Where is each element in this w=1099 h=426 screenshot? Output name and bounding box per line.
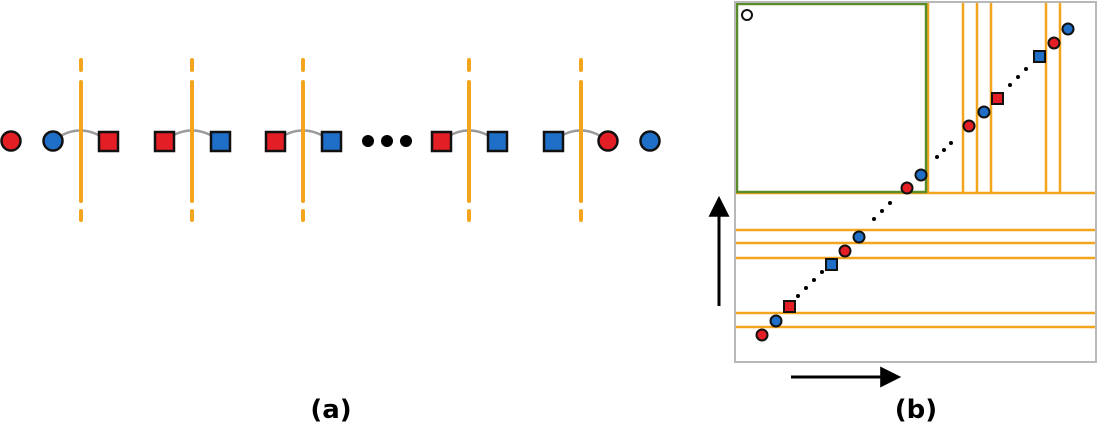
- blue-circle: [1061, 22, 1075, 36]
- red-square: [97, 130, 120, 153]
- panel-b: (b): [708, 1, 1097, 425]
- vertical-grid-lines: [926, 2, 1062, 193]
- blue-square: [825, 258, 838, 271]
- red-circle: [838, 244, 852, 258]
- diagonal-points: [755, 22, 1075, 342]
- open-circle-marker: [741, 9, 753, 21]
- blue-circle: [639, 130, 661, 152]
- red-square: [264, 130, 287, 153]
- red-circle: [900, 181, 914, 195]
- blue-circle: [42, 130, 64, 152]
- cut-lines: [79, 58, 583, 222]
- blue-square: [486, 130, 509, 153]
- red-square: [153, 130, 176, 153]
- blue-square: [542, 130, 565, 153]
- red-circle: [962, 119, 976, 133]
- green-block: [735, 2, 928, 194]
- blue-square: [209, 130, 232, 153]
- panel-a: (a): [0, 58, 661, 425]
- red-circle: [0, 130, 22, 152]
- blue-circle: [914, 168, 928, 182]
- diagonal-ellipses: [796, 67, 1028, 298]
- red-square: [991, 92, 1004, 105]
- plot-frame: [734, 1, 1097, 363]
- red-circle: [597, 130, 619, 152]
- red-square: [430, 130, 453, 153]
- blue-square: [320, 130, 343, 153]
- blue-circle: [769, 314, 783, 328]
- blue-circle: [852, 230, 866, 244]
- sequence: [0, 130, 661, 153]
- blue-circle: [977, 105, 991, 119]
- blue-square: [1033, 50, 1046, 63]
- red-circle: [1047, 36, 1061, 50]
- ellipsis: [362, 135, 412, 147]
- red-square: [783, 300, 796, 313]
- red-circle: [755, 328, 769, 342]
- caption-b: (b): [895, 395, 937, 425]
- caption-a: (a): [310, 395, 351, 425]
